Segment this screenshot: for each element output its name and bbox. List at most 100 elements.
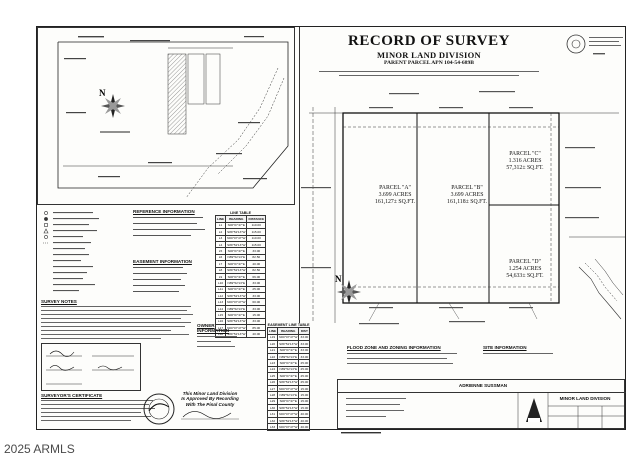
approval-stamp: This Minor Land Division Is Approved By … bbox=[179, 391, 241, 426]
owner-info-section: OWNER INFORMATION bbox=[197, 323, 243, 360]
parcel-a-acres: 3.699 ACRES bbox=[378, 192, 412, 198]
approval-line-1: This Minor Land Division bbox=[182, 391, 238, 396]
flood-zone-header: FLOOD ZONE AND ZONING INFORMATION bbox=[347, 345, 441, 350]
line-table-cell: 85.00 bbox=[246, 324, 267, 332]
easement-table-cell: S89°52'13"W bbox=[277, 404, 300, 412]
line-table-cell: N00°07'47"W bbox=[225, 324, 248, 332]
easement-table-cell: 15.00 bbox=[298, 404, 311, 412]
approval-note-lines bbox=[589, 37, 623, 55]
easement-table-cell: N89°52'13"E bbox=[277, 365, 300, 374]
signature-block bbox=[41, 343, 141, 391]
bottom-title-block: ADRIENNE SUSSMAN MINOR LAND DIVISION bbox=[337, 379, 626, 430]
line-table-cell: N89°52'13"E bbox=[225, 304, 248, 313]
approval-line-2: Is Approved By Recording bbox=[181, 396, 239, 402]
easement-table-cell: 15.00 bbox=[298, 391, 311, 399]
title-block-divider bbox=[338, 392, 626, 393]
vicinity-map-drawing: N bbox=[57, 36, 289, 199]
line-table-cell: 66.00 bbox=[246, 272, 267, 281]
line-table-cell: 82.50 bbox=[246, 266, 267, 274]
easement-table-cell: S00°07'47"E bbox=[277, 359, 300, 367]
easement-table-cell: 40.00 bbox=[298, 416, 311, 425]
parcel-c-label: PARCEL "C" 1.316 ACRES 57,312± SQ.FT. bbox=[493, 151, 557, 172]
easement-table-cell: 25.00 bbox=[298, 372, 311, 380]
site-plan-drawing: N bbox=[301, 91, 625, 325]
easement-table-cell: S89°52'13"W bbox=[277, 340, 300, 348]
easement-info-lines bbox=[133, 267, 187, 292]
parcel-b-acres: 3.699 ACRES bbox=[450, 192, 484, 198]
easement-table-cell: N00°07'47"W bbox=[277, 333, 300, 342]
easement-table-cell: 33.00 bbox=[298, 346, 311, 355]
parcel-c-sqft: 57,312± SQ.FT. bbox=[506, 165, 544, 171]
vicinity-map-panel: N bbox=[37, 27, 295, 205]
parcel-a-label: PARCEL "A" 3.699 ACRES 161,127± SQ.FT. bbox=[369, 185, 421, 206]
county-logo-icon bbox=[566, 34, 586, 54]
parcel-a-sqft: 161,127± SQ.FT. bbox=[374, 199, 416, 205]
line-table-cell: S89°52'13"W bbox=[225, 292, 248, 300]
parcel-b-sqft: 161,118± SQ.FT. bbox=[447, 199, 487, 205]
document-title: RECORD OF SURVEY bbox=[348, 33, 510, 49]
easement-table-cell: N89°52'13"E bbox=[277, 391, 300, 399]
line-table-cell: N89°52'13"E bbox=[225, 253, 248, 262]
certificate-section: SURVEYOR'S CERTIFICATE bbox=[41, 393, 161, 433]
line-table-cell: S89°52'13"W bbox=[225, 317, 248, 326]
easement-table-cell: 40.00 bbox=[298, 423, 311, 431]
survey-sheet: N bbox=[36, 26, 626, 434]
easement-table-cell: N00°07'47"W bbox=[277, 423, 300, 431]
line-table-cell: 33.00 bbox=[246, 292, 267, 300]
parcel-c-acres: 1.316 ACRES bbox=[508, 158, 542, 164]
title-block-label: MINOR LAND DIVISION bbox=[559, 396, 611, 401]
copyright-watermark: 2025 ARMLS bbox=[4, 442, 75, 456]
site-info-section: SITE INFORMATION bbox=[483, 345, 573, 369]
svg-text:N: N bbox=[335, 274, 342, 284]
parent-parcel-label: PARENT PARCEL APN 104-54-689B bbox=[384, 60, 474, 66]
parcel-d-label: PARCEL "D" 1.254 ACRES 54,633± SQ.FT. bbox=[493, 259, 557, 280]
line-table-cell: 40.00 bbox=[246, 330, 267, 338]
reference-section: REFERENCE INFORMATION EASEMENT INFORMATI… bbox=[133, 209, 213, 309]
easement-table-cell: N89°52'13"E bbox=[277, 352, 300, 361]
line-table-cell: 40.00 bbox=[246, 260, 267, 268]
easement-table-cell: 15.00 bbox=[298, 384, 311, 393]
easement-table-cell: 25.00 bbox=[298, 359, 311, 367]
approval-signature bbox=[181, 411, 239, 420]
easement-table-cell: S00°07'47"E bbox=[277, 397, 300, 406]
reference-header: REFERENCE INFORMATION bbox=[133, 209, 195, 214]
easement-table-cell: L33 bbox=[266, 423, 279, 431]
easement-table-cell: 33.00 bbox=[298, 340, 311, 348]
owner-name: ADRIENNE SUSSMAN bbox=[458, 383, 508, 388]
line-table-cell: 33.00 bbox=[246, 304, 267, 313]
document-subtitle: MINOR LAND DIVISION bbox=[377, 50, 481, 60]
survey-notes-section: SURVEY NOTES bbox=[41, 299, 201, 349]
parcel-c-name: PARCEL "C" bbox=[509, 151, 541, 157]
site-info-header: SITE INFORMATION bbox=[483, 345, 527, 350]
legend-block bbox=[41, 209, 129, 297]
line-table-cell: S00°07'47"E bbox=[225, 272, 248, 281]
easement-table-cell: N00°07'47"W bbox=[277, 410, 300, 418]
surveyor-seal bbox=[143, 393, 175, 425]
easement-table-column-header: BEARING bbox=[277, 327, 300, 335]
line-table-cell: S00°07'47"E bbox=[225, 260, 248, 268]
line-table-cell: S89°52'13"W bbox=[225, 266, 248, 274]
